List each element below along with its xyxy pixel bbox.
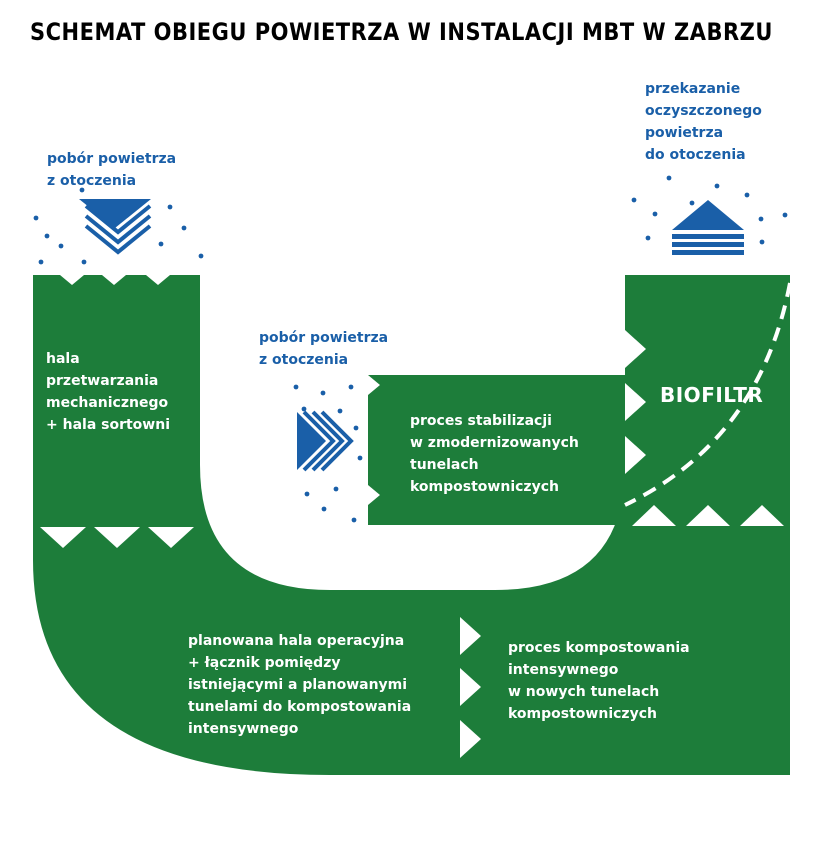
mechanical-hall-label: hala przetwarzania mechanicznego + hala … [46, 351, 171, 433]
intake-arrows-right-icon [302, 410, 354, 472]
notch [102, 275, 126, 285]
stabilization-tunnel-block [368, 375, 625, 525]
flow-arrow-right-icon [625, 330, 646, 368]
intake-arrow-solid-icon [79, 199, 151, 228]
dashed-air-path [624, 282, 792, 507]
flow-arrow-right-icon [460, 617, 481, 655]
air-particles [631, 175, 788, 245]
air-particles [33, 187, 204, 265]
notch [60, 275, 84, 285]
flow-arrow-right-icon [625, 383, 646, 421]
operational-hall-label: planowana hala operacyjna + łącznik pomi… [188, 633, 412, 737]
output-stripe [672, 250, 744, 255]
flow-arrow-down-icon [148, 527, 194, 548]
flow-arrow-up-icon [740, 505, 784, 526]
intake-middle-label: pobór powietrza z otoczenia [259, 330, 389, 368]
intake-arrows-down-icon [84, 204, 152, 255]
intake-left-label: pobór powietrza z otoczenia [47, 151, 177, 189]
flow-arrow-right-icon [625, 436, 646, 474]
intake-arrow-right-icon [297, 412, 326, 470]
flow-arrow-down-icon [94, 527, 140, 548]
air-particles [293, 384, 363, 523]
flow-arrow-up-icon [686, 505, 730, 526]
output-right-label: przekazanie oczyszczonego powietrza do o… [645, 81, 762, 163]
output-stripe [672, 234, 744, 239]
flow-arrow-right-icon [460, 668, 481, 706]
flow-arrow-right-icon [460, 720, 481, 758]
output-arrow-up-icon [672, 200, 744, 230]
u-shaped-building [33, 275, 790, 775]
page-title: SCHEMAT OBIEGU POWIETRZA W INSTALACJI MB… [30, 18, 773, 46]
notch [732, 265, 760, 275]
intensive-composting-label: proces kompostowania intensywnego w nowy… [508, 640, 690, 722]
notch [636, 265, 662, 275]
output-stripe [672, 242, 744, 247]
stabilization-label: proces stabilizacji w zmodernizowanych t… [410, 413, 579, 495]
flow-arrow-up-icon [632, 505, 676, 526]
notch [684, 265, 712, 275]
biofilter-label: BIOFILTR [660, 383, 764, 407]
notch [146, 275, 170, 285]
flow-arrow-down-icon [40, 527, 86, 548]
